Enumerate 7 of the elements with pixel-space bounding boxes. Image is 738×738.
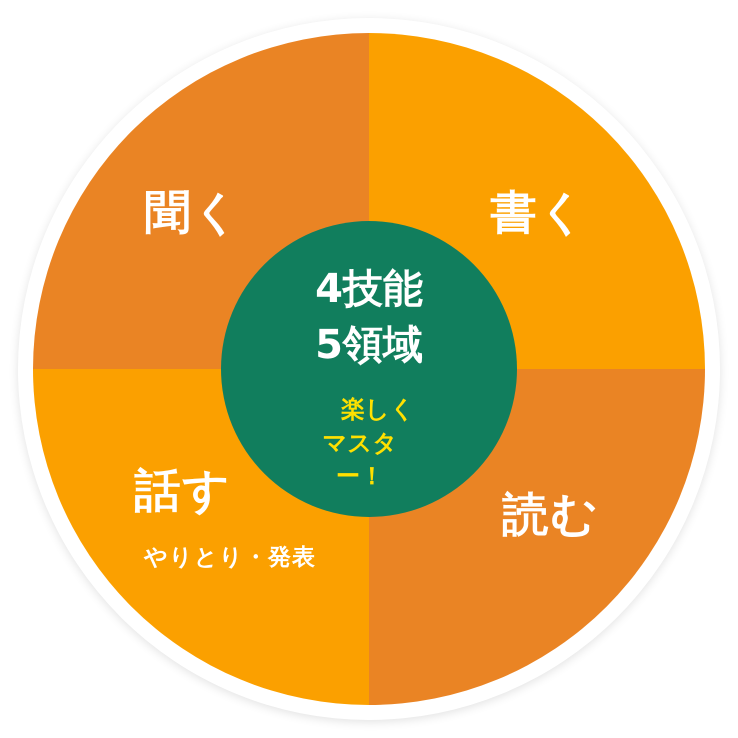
skill-subtitle: やりとり・発表 <box>144 544 316 572</box>
skill-label: 読む <box>502 486 600 543</box>
skill-label: 話す <box>134 462 232 519</box>
skill-label: 聞く <box>144 184 242 241</box>
center-tagline: 楽しくマスター！ <box>322 394 416 492</box>
center-heading: 4技能5領域 <box>314 265 424 370</box>
skill-label: 書く <box>490 184 588 241</box>
